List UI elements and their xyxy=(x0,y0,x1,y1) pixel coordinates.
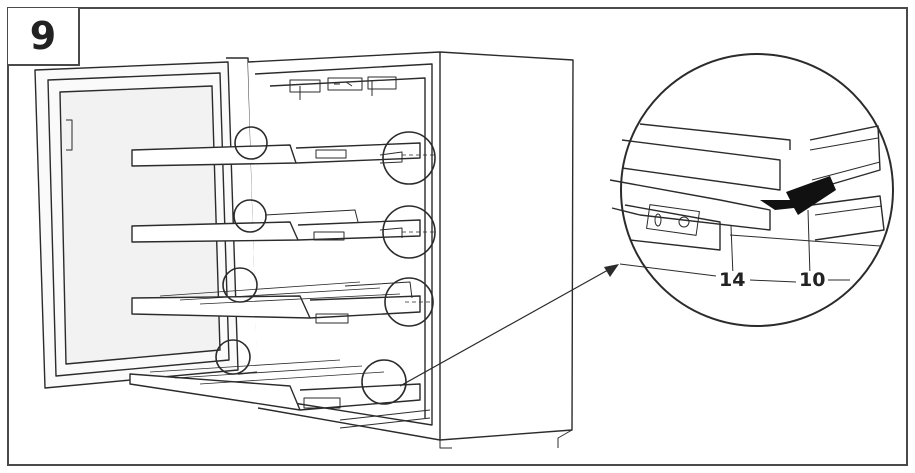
leader-14 xyxy=(730,225,734,277)
control-panel xyxy=(289,76,397,93)
slide-rail xyxy=(646,204,700,236)
step-number: 9 xyxy=(29,14,57,58)
zoom-detail xyxy=(609,53,894,327)
detail-circle xyxy=(222,267,258,303)
detail-circles xyxy=(215,126,436,405)
cabinet-body xyxy=(247,51,574,449)
callout-part-10: 10 xyxy=(797,269,828,291)
wine-cooler xyxy=(34,51,574,449)
guide-lines xyxy=(402,154,435,303)
shelf-1 xyxy=(131,142,421,167)
detail-circle xyxy=(382,205,436,259)
arrow-left-icon xyxy=(760,176,836,215)
zoom-leader xyxy=(399,264,619,387)
detail-circle xyxy=(233,199,267,233)
step-badge: 9 xyxy=(8,8,80,66)
detail-circle xyxy=(384,277,434,327)
zoom-circle xyxy=(620,53,894,327)
shelf-3 xyxy=(131,281,421,324)
detail-circle xyxy=(382,131,436,185)
leader-10 xyxy=(807,209,811,277)
callout-part-14: 14 xyxy=(717,269,748,291)
detail-circle xyxy=(215,339,251,375)
outer-frame xyxy=(7,7,908,466)
shelf-2 xyxy=(131,209,421,243)
detail-circle xyxy=(234,126,268,160)
shelf-4 xyxy=(129,359,431,429)
